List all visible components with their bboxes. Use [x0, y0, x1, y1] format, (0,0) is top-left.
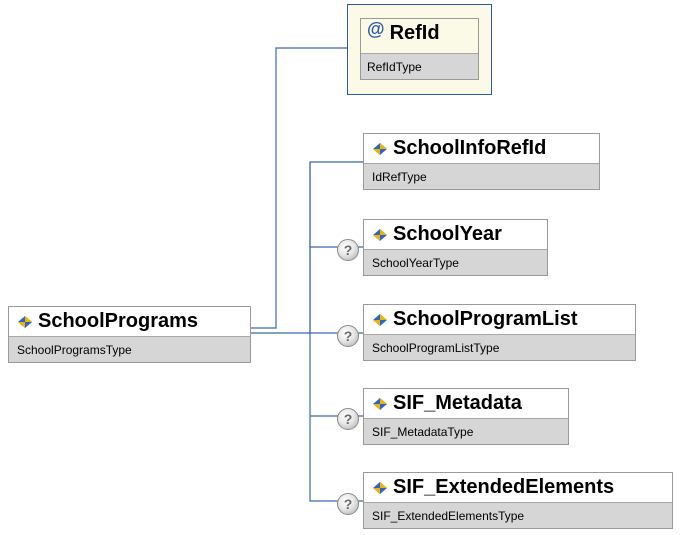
element-type: IdRefType: [364, 163, 599, 189]
element-title: SIF_Metadata: [364, 389, 568, 418]
element-type: SIF_ExtendedElementsType: [364, 502, 672, 528]
element-type: SIF_MetadataType: [364, 418, 568, 444]
element-title: SchoolYear: [364, 220, 547, 249]
attribute-node-refid[interactable]: @ RefId RefIdType: [347, 4, 492, 95]
root-node-title: SchoolPrograms: [9, 307, 250, 336]
root-node-type: SchoolProgramsType: [9, 336, 250, 362]
question-mark-icon: ?: [337, 325, 359, 347]
element-name: SIF_Metadata: [393, 392, 522, 414]
root-node-schoolprograms[interactable]: SchoolPrograms SchoolProgramsType: [8, 306, 251, 363]
element-node-schoolprogramlist[interactable]: SchoolProgramList SchoolProgramListType: [363, 304, 636, 361]
attribute-type: RefIdType: [361, 53, 478, 79]
root-node-name: SchoolPrograms: [38, 310, 199, 332]
element-node-schoolyear[interactable]: SchoolYear SchoolYearType: [363, 219, 548, 276]
element-node-schoolinforefid[interactable]: SchoolInfoRefId IdRefType: [363, 133, 600, 190]
element-icon: [18, 315, 32, 328]
element-node-sif-extendedelements[interactable]: SIF_ExtendedElements SIF_ExtendedElement…: [363, 472, 673, 529]
element-name: SchoolInfoRefId: [393, 137, 547, 159]
element-type: SchoolYearType: [364, 249, 547, 275]
at-sign-icon: @: [367, 19, 385, 39]
element-icon: [373, 313, 387, 326]
element-node-sif-metadata[interactable]: SIF_Metadata SIF_MetadataType: [363, 388, 569, 445]
element-type: SchoolProgramListType: [364, 334, 635, 360]
element-name: SchoolProgramList: [393, 308, 578, 330]
element-icon: [373, 228, 387, 241]
element-icon: [373, 397, 387, 410]
attribute-title: @ RefId: [361, 19, 478, 48]
question-mark-icon: ?: [337, 493, 359, 515]
question-mark-icon: ?: [337, 408, 359, 430]
question-mark-icon: ?: [337, 239, 359, 261]
element-name: SIF_ExtendedElements: [393, 476, 615, 498]
element-title: SIF_ExtendedElements: [364, 473, 672, 502]
element-icon: [373, 142, 387, 155]
element-title: SchoolProgramList: [364, 305, 635, 334]
attribute-name: RefId: [389, 22, 440, 44]
element-icon: [373, 481, 387, 494]
element-name: SchoolYear: [393, 223, 502, 245]
attribute-inner-box: @ RefId RefIdType: [360, 18, 479, 80]
element-title: SchoolInfoRefId: [364, 134, 599, 163]
